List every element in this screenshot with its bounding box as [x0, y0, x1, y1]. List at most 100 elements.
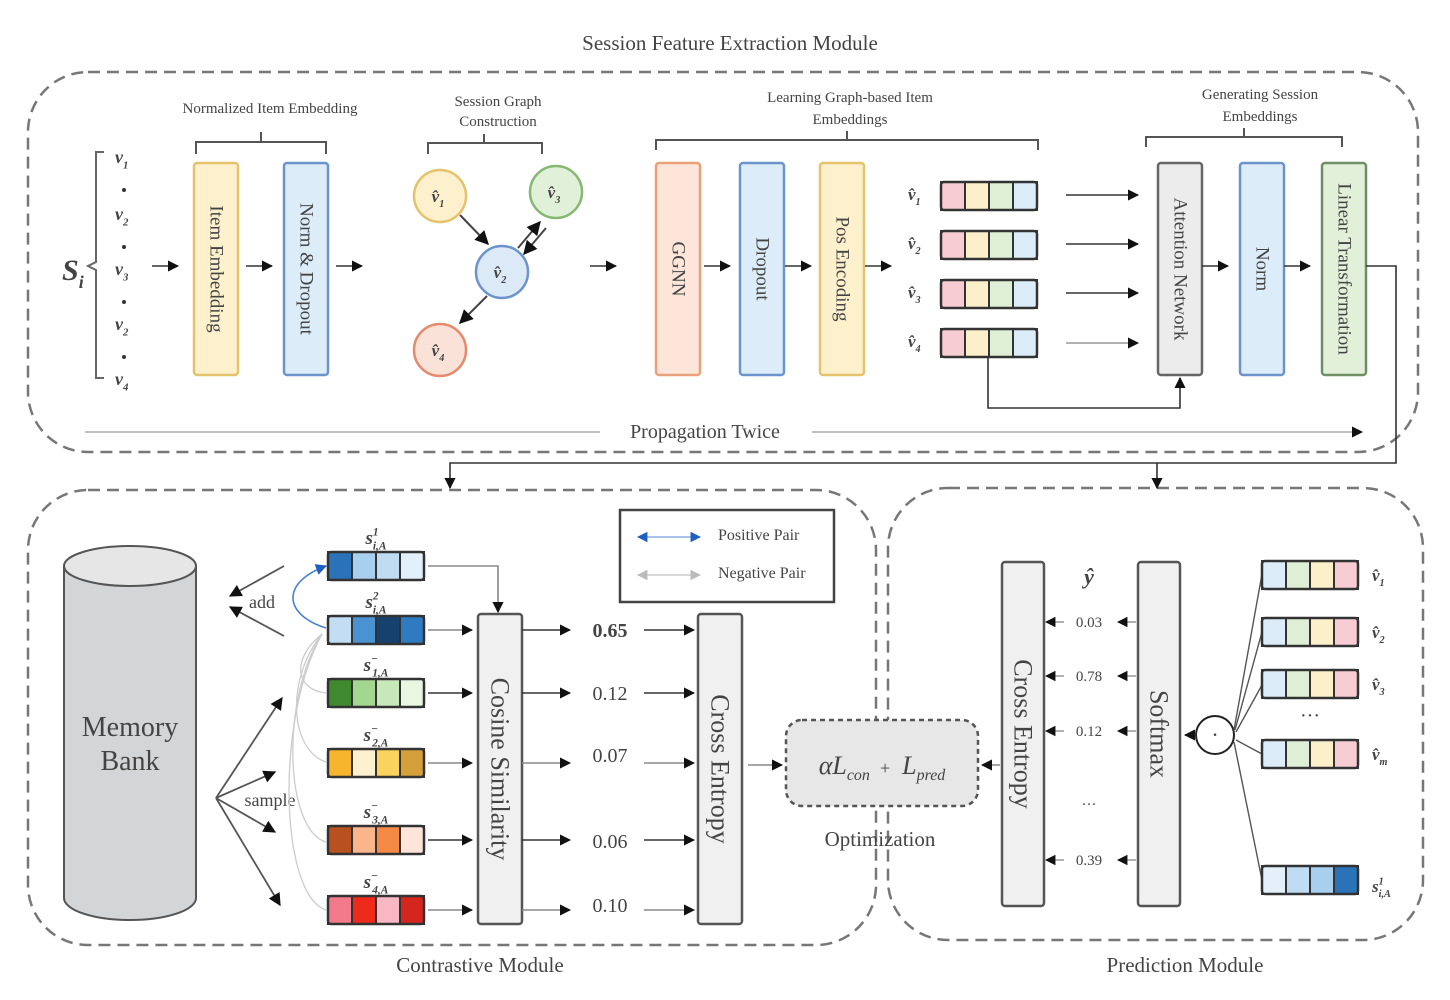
graph-node-v4: v̂4: [412, 322, 468, 378]
vector-cell: [1012, 181, 1038, 211]
vector-cell: [1261, 560, 1287, 590]
norm-dropout-block: Norm & Dropout: [282, 161, 330, 377]
vector-cell: [375, 615, 401, 645]
vector-cell: [327, 748, 353, 778]
vector-cell: [1012, 279, 1038, 309]
vector-cell: [988, 279, 1014, 309]
vector-cell: [1309, 669, 1335, 699]
feature-extraction-module-frame: [26, 70, 1420, 454]
prediction-score: …: [1082, 793, 1097, 809]
vector-cell: [399, 678, 425, 708]
top-flow-arrows: [85, 189, 1397, 490]
group-label-line2: Embeddings: [1223, 109, 1298, 125]
session-item: v2: [115, 314, 129, 338]
group-label-line1: Session Graph: [454, 94, 542, 110]
vector-cell: [375, 678, 401, 708]
vector-cell: [1285, 739, 1311, 769]
vector-cell: [1285, 617, 1311, 647]
vector-cell: [327, 825, 353, 855]
vector-cell: [1261, 617, 1287, 647]
vector-cell: [327, 551, 353, 581]
sequence-link-dot: [122, 355, 126, 359]
y-hat-label: ŷ: [1081, 564, 1094, 589]
cross-entropy-contrastive-block: Cross Entropy: [696, 612, 744, 926]
session-vector-label: s−2,A: [363, 723, 389, 749]
vector-cell: [1333, 739, 1359, 769]
contrastive-flow-arrows: [428, 565, 784, 916]
vector-cell: [940, 328, 966, 358]
item-embedding-block: Item Embedding: [192, 161, 240, 377]
sequence-link-dot: [122, 245, 126, 249]
graph-node-label: v̂3: [548, 183, 561, 206]
candidate-label: v̂2: [1372, 623, 1385, 646]
vector-cell: [964, 279, 990, 309]
vector-cell: [988, 328, 1014, 358]
vector-cell: [1333, 617, 1359, 647]
similarity-score: 0.12: [593, 683, 628, 705]
vector-cell: [327, 615, 353, 645]
legend-negative-label: Negative Pair: [718, 565, 806, 582]
vector-cell: [940, 279, 966, 309]
memory-bank-label-line1: Memory: [82, 712, 178, 743]
candidates-ellipsis: ···: [1300, 705, 1320, 727]
item-vector-label: v̂1: [908, 185, 921, 208]
vector-cell: [351, 748, 377, 778]
item-embedding-vector: [939, 180, 1039, 212]
session-embedding-vector: [326, 677, 426, 709]
prediction-module-title: Prediction Module: [1107, 953, 1264, 977]
linear-transformation-block: Linear Transformation: [1320, 161, 1368, 377]
softmax-block-label: Softmax: [1145, 690, 1174, 778]
dropout-block: Dropout: [738, 161, 786, 377]
vector-cell: [375, 895, 401, 925]
vector-cell: [351, 895, 377, 925]
similarity-score: 0.06: [593, 831, 628, 853]
candidate-label: v̂3: [1372, 675, 1385, 698]
group-normalized-item-embedding: Normalized Item Embedding: [183, 101, 358, 154]
vector-cell: [940, 181, 966, 211]
add-label: add: [249, 592, 275, 612]
vector-cell: [1261, 865, 1287, 895]
vector-cell: [964, 328, 990, 358]
session-vector-label: s−4,A: [363, 870, 389, 896]
vector-cell: [1012, 328, 1038, 358]
vector-cell: [1309, 617, 1335, 647]
vector-cell: [327, 895, 353, 925]
norm-dropout-block-label: Norm & Dropout: [296, 203, 317, 336]
sample-arrows: [215, 696, 283, 907]
loss-formula: αLcon+Lpred: [819, 751, 947, 784]
candidate-label: v̂m: [1372, 745, 1388, 768]
prediction-score: 0.39: [1076, 853, 1102, 869]
vector-cell: [1285, 865, 1311, 895]
sequence-link-dot: [122, 300, 126, 304]
item-embedding-vector: [939, 229, 1039, 261]
norm-block-label: Norm: [1252, 247, 1273, 292]
vector-cell: [375, 551, 401, 581]
ggnn-block-label: GGNN: [668, 242, 689, 297]
linear-transformation-block-label: Linear Transformation: [1334, 183, 1355, 355]
attention-network-block: Attention Network: [1156, 161, 1204, 377]
graph-node-label: v̂1: [432, 187, 445, 210]
attention-network-block-label: Attention Network: [1170, 197, 1191, 341]
vector-cell: [375, 748, 401, 778]
prediction-module-frame: [886, 486, 1425, 942]
graph-node-v3: v̂3: [528, 164, 584, 220]
graph-node-label: v̂2: [494, 263, 507, 286]
session-graph: v̂1 v̂2 v̂3 v̂4: [412, 164, 584, 378]
cross-entropy-contrastive-block-label: Cross Entropy: [706, 694, 735, 844]
dot-product-operator: ·: [1183, 715, 1235, 755]
candidate-item-vector: [1260, 559, 1360, 591]
session-embedding-vector: [326, 747, 426, 779]
vector-cell: [964, 230, 990, 260]
item-vector-label: v̂4: [908, 332, 921, 355]
graph-node-v2: v̂2: [474, 244, 530, 300]
vector-cell: [940, 230, 966, 260]
graph-node-v1: v̂1: [412, 168, 468, 224]
candidate-item-vector: [1260, 668, 1360, 700]
legend-positive-label: Positive Pair: [718, 527, 800, 544]
group-learning-graph-item-embeddings: Learning Graph-based Item Embeddings: [655, 90, 1039, 150]
group-label-line2: Embeddings: [813, 112, 888, 128]
dropout-block-label: Dropout: [752, 237, 773, 301]
pos-encoding-block-label: Pos Encoding: [832, 216, 853, 322]
